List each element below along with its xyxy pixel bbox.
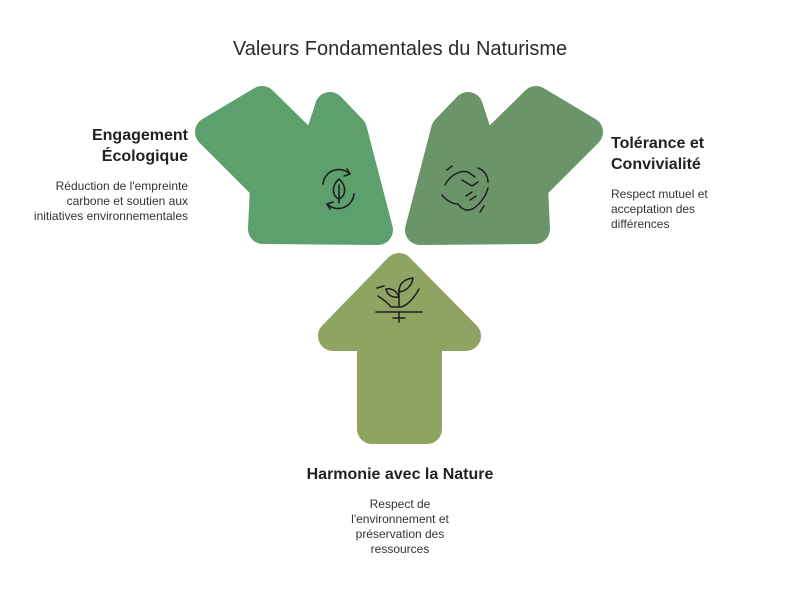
harmonie-nature-block: Harmonie avec la Nature Respect de l'env… (300, 464, 500, 557)
arrow-harmonie-nature (318, 253, 481, 444)
harmonie-nature-heading: Harmonie avec la Nature (306, 466, 494, 483)
handshake-icon (441, 165, 489, 213)
tolerance-convivialite-heading: Tolérance et Convivialité (611, 135, 705, 173)
engagement-ecologique-block: Engagement Écologique Réduction de l'emp… (22, 125, 188, 224)
harmonie-nature-description: Respect de l'environnement et préservati… (351, 497, 449, 556)
engagement-ecologique-description: Réduction de l'empreinte carbone et sout… (33, 179, 188, 223)
diagram-title: Valeurs Fondamentales du Naturisme (232, 38, 568, 60)
tolerance-convivialite-block: Tolérance et Convivialité Respect mutuel… (611, 133, 781, 232)
engagement-ecologique-heading: Engagement Écologique (91, 127, 188, 165)
tolerance-convivialite-description: Respect mutuel et acceptation des différ… (611, 187, 708, 231)
recycle-leaf-icon (322, 168, 355, 210)
arrow-engagement-ecologique (195, 86, 393, 245)
hand-sprout-icon (375, 277, 423, 323)
arrow-tolerance-convivialite (405, 86, 603, 245)
